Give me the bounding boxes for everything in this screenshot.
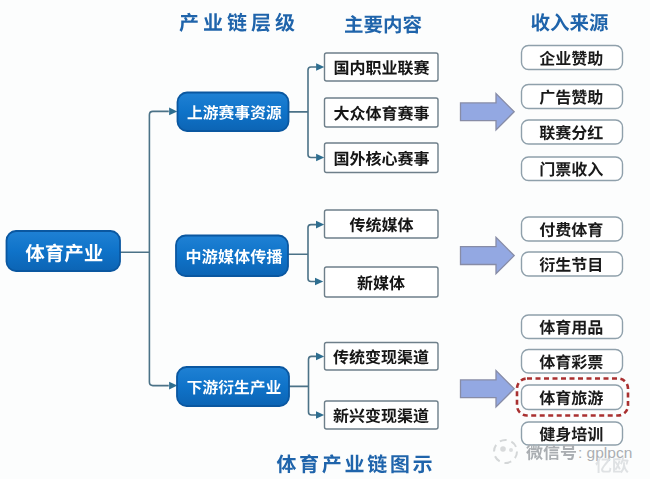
svg-text:: gplpcn: : gplpcn [578, 444, 632, 461]
